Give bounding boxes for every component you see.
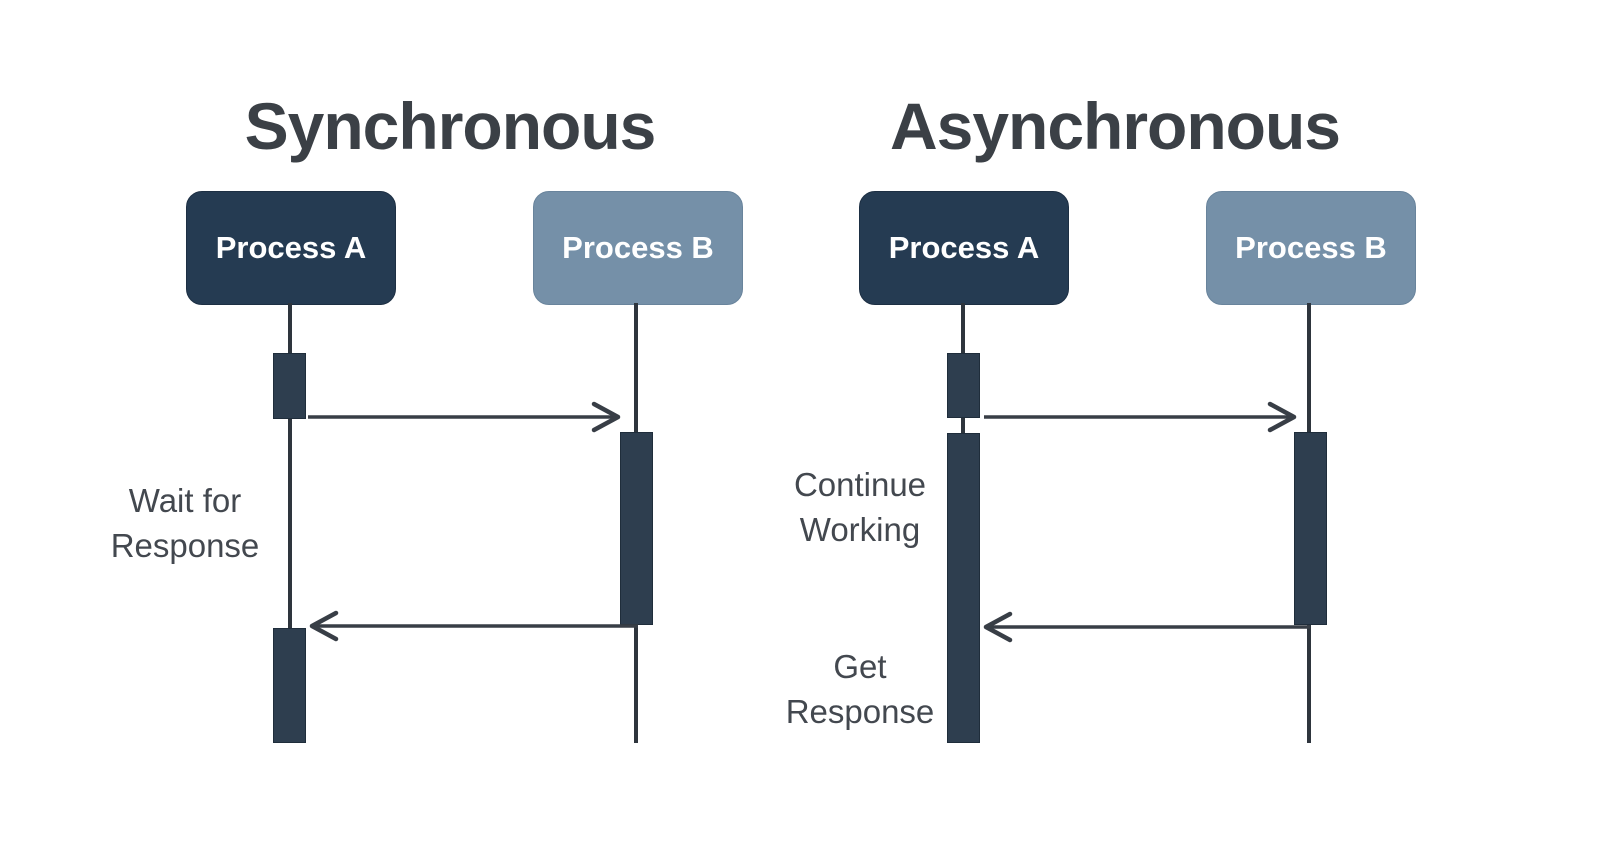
sync-process-b-label: Process B: [562, 230, 714, 265]
sync-wait-label: Wait for Response: [60, 478, 310, 568]
sync-response-arrow: [309, 610, 638, 642]
sync-wait-label-line1: Wait for: [128, 482, 242, 519]
async-process-b-box: Process B: [1206, 191, 1416, 305]
async-continue-working-label-line2: Working: [799, 511, 921, 548]
sync-activation-a-2: [273, 628, 306, 743]
async-get-response-label: Get Response: [735, 644, 985, 734]
sync-request-arrow: [308, 401, 621, 433]
sync-lifeline-a: [288, 303, 292, 743]
async-continue-working-label: Continue Working: [735, 462, 985, 552]
sync-process-a-label: Process A: [215, 230, 367, 265]
sync-process-a-box: Process A: [186, 191, 396, 305]
sync-activation-b: [620, 432, 653, 625]
sync-wait-label-line2: Response: [110, 527, 260, 564]
async-request-arrow: [984, 401, 1297, 433]
async-get-response-label-line1: Get: [833, 648, 887, 685]
async-activation-a-1: [947, 353, 980, 418]
async-title: Asynchronous: [889, 89, 1341, 163]
async-process-a-label: Process A: [888, 230, 1040, 265]
async-continue-working-label-line1: Continue: [793, 466, 927, 503]
async-process-b-label: Process B: [1235, 230, 1387, 265]
sync-activation-a-1: [273, 353, 306, 419]
async-activation-b: [1294, 432, 1327, 625]
async-get-response-label-line2: Response: [785, 693, 935, 730]
sync-title: Synchronous: [244, 89, 657, 163]
sync-process-b-box: Process B: [533, 191, 743, 305]
async-activation-a-2: [947, 433, 980, 743]
async-process-a-box: Process A: [859, 191, 1069, 305]
async-response-arrow: [983, 611, 1310, 643]
